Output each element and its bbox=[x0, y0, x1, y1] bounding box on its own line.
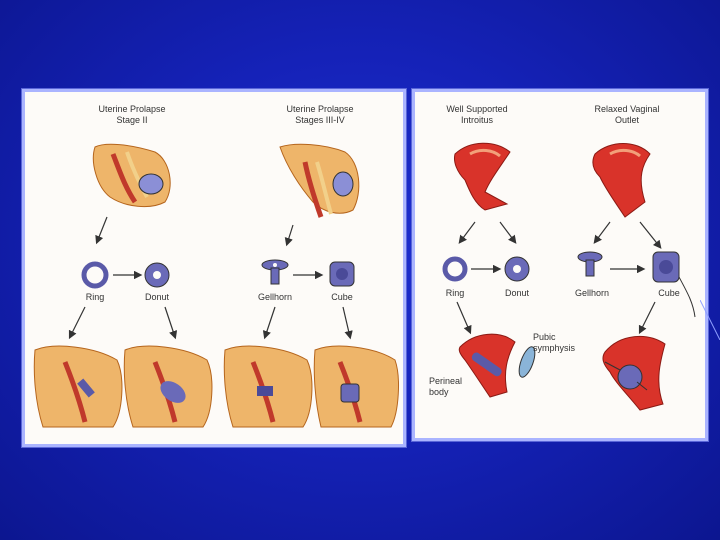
decorative-line bbox=[700, 300, 720, 340]
cube-placement-anatomy-image bbox=[602, 335, 666, 411]
uterine-prolapse-illustration bbox=[33, 143, 399, 428]
label-donut: Donut bbox=[504, 288, 530, 298]
label-gellhorn: Gellhorn bbox=[574, 288, 610, 298]
donut-pessary-icon bbox=[144, 262, 170, 288]
stage34-anatomy-image bbox=[279, 143, 360, 218]
relaxed-outlet-image bbox=[592, 143, 651, 218]
title-stage-2: Uterine Prolapse Stage II bbox=[98, 104, 166, 125]
label-gellhorn: Gellhorn bbox=[257, 292, 293, 302]
cube-pessary-icon bbox=[329, 261, 355, 287]
label-perineal-body: Perineal body bbox=[429, 376, 463, 397]
gellhorn-pessary-icon bbox=[261, 259, 289, 285]
supported-introitus-image bbox=[454, 142, 511, 211]
ring-in-place-anatomy-image bbox=[33, 345, 123, 428]
ring-placement-anatomy-image bbox=[458, 333, 536, 398]
label-cube: Cube bbox=[658, 288, 680, 298]
gellhorn-pessary-icon bbox=[577, 251, 603, 277]
title-supported-introitus: Well Supported Introitus bbox=[446, 104, 508, 125]
left-figure-panel: Uterine Prolapse Stage II Uterine Prolap… bbox=[22, 89, 406, 447]
vaginal-outlet-illustration bbox=[442, 142, 696, 411]
donut-in-place-anatomy-image bbox=[123, 345, 213, 428]
label-pubic-symphysis: Pubic symphysis bbox=[533, 332, 576, 353]
label-ring: Ring bbox=[85, 292, 105, 302]
stage2-anatomy-image bbox=[92, 143, 171, 208]
right-figure-panel: Well Supported Introitus Relaxed Vaginal… bbox=[412, 89, 708, 441]
label-cube: Cube bbox=[331, 292, 353, 302]
label-ring: Ring bbox=[445, 288, 465, 298]
ring-pessary-icon bbox=[442, 256, 468, 282]
gellhorn-in-place-anatomy-image bbox=[223, 345, 313, 428]
title-stage-3-4: Uterine Prolapse Stages III-IV bbox=[286, 104, 354, 125]
label-donut: Donut bbox=[144, 292, 170, 302]
ring-pessary-icon bbox=[81, 261, 109, 289]
cube-pessary-icon bbox=[652, 251, 696, 318]
donut-pessary-icon bbox=[504, 256, 530, 282]
title-relaxed-outlet: Relaxed Vaginal Outlet bbox=[594, 104, 660, 125]
cube-in-place-anatomy-image bbox=[313, 345, 399, 428]
